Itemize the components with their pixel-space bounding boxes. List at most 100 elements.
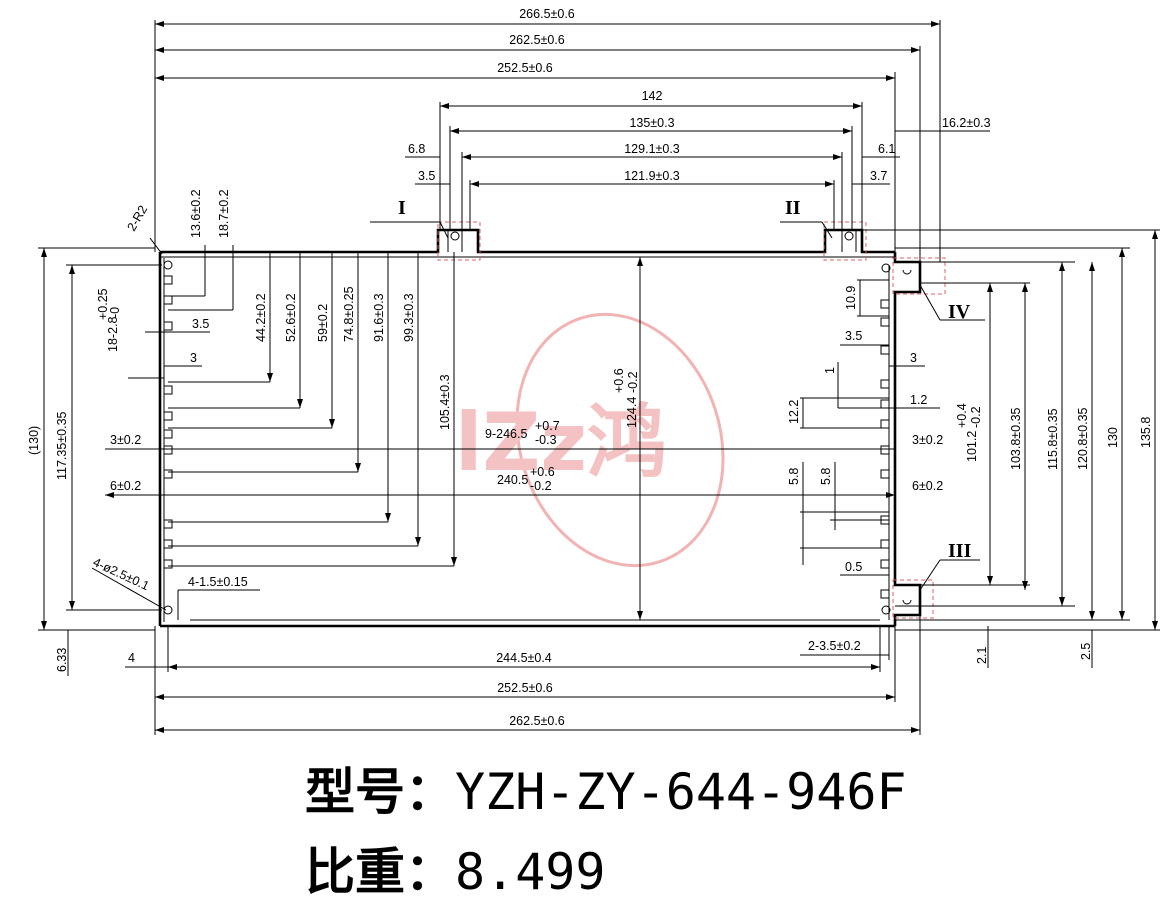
dim-262-5-bottom: 262.5±0.6 (509, 714, 565, 728)
dim-2-5: 2.5 (1079, 643, 1093, 660)
dim-252-5-bottom: 252.5±0.6 (497, 681, 553, 695)
left-fin (164, 519, 173, 529)
right-fin (880, 299, 889, 309)
dim-0-5: 0.5 (845, 560, 862, 574)
dim-left-height: 105.4±0.3 (438, 374, 452, 430)
left-fins (164, 275, 173, 569)
detail-box-i (437, 221, 481, 261)
dim-left-height: 91.6±0.3 (372, 293, 386, 342)
right-fin (880, 589, 889, 599)
left-fin (164, 411, 173, 421)
dim-left-height: 52.6±0.2 (284, 293, 298, 342)
right-dimensions: 10.9 3.5 3 1 12.2 1.2 3±0.2 6±0.2 5.8 5.… (787, 229, 1160, 631)
right-fins (880, 299, 889, 599)
left-fin (164, 539, 173, 549)
dim-9-246-5-minus: -0.3 (535, 433, 557, 447)
dim-252-5: 252.5±0.6 (497, 61, 553, 75)
weight-label: 比重： (305, 843, 455, 901)
left-fin (164, 559, 173, 569)
dim-130-paren: (130) (27, 426, 41, 455)
detail-box-ii (823, 221, 867, 261)
right-fin (880, 469, 889, 479)
dim-4-bottom: 4 (128, 651, 135, 665)
model-value: YZH-ZY-644-946F (455, 763, 907, 821)
dim-18-7: 18.7±0.2 (217, 189, 231, 238)
right-fin (880, 419, 889, 429)
dim-18-2-8-minus: -0 (108, 307, 122, 318)
right-fin (880, 539, 889, 549)
model-label: 型号： (305, 763, 455, 821)
dim-120-8: 120.8±0.35 (1076, 407, 1090, 470)
dim-left-height: 44.2±0.2 (254, 293, 268, 342)
detail-marker-i: I (398, 197, 406, 219)
dim-2-3-5: 2-3.5±0.2 (808, 639, 861, 653)
center-dimensions: 124.4 +0.6 -0.2 9-246.5 +0.7 -0.3 240.5 … (485, 257, 643, 620)
detail-box-iii (892, 579, 934, 619)
left-fin (164, 469, 173, 479)
dim-left-height: 59±0.2 (316, 304, 330, 342)
dim-3-right: 3 (910, 351, 917, 365)
dim-16-2: 16.2±0.3 (942, 116, 991, 130)
dim-124-4-minus: -0.2 (626, 371, 640, 393)
dim-3-0-2-left: 3±0.2 (110, 433, 141, 447)
technical-drawing: lZz鸿 I I (27, 7, 1160, 735)
bottom-dimensions: 6.33 4 244.5±0.4 2-3.5±0.2 252.5±0.6 262… (55, 615, 1093, 735)
dim-103-8: 103.8±0.35 (1009, 407, 1023, 470)
dim-1: 1 (823, 367, 837, 374)
detail-box-iv (892, 257, 946, 295)
dim-2-1: 2.1 (975, 647, 989, 664)
dim-left-height: 74.8±0.25 (342, 286, 356, 342)
dim-135-8: 135.8 (1139, 417, 1153, 448)
dim-115-8: 115.8±0.35 (1046, 408, 1060, 470)
dim-left-height: 99.3±0.3 (402, 293, 416, 342)
dim-101-2: 101.2 (965, 431, 979, 462)
dim-18-2-8-plus: +0.25 (96, 288, 110, 320)
dim-9-246-5-plus: +0.7 (535, 419, 560, 433)
dim-262-5: 262.5±0.6 (509, 33, 565, 47)
detail-marker-iii: III (948, 540, 972, 562)
dim-121-9: 121.9±0.3 (624, 169, 680, 183)
detail-marker-ii: II (785, 197, 801, 219)
left-fin (164, 445, 173, 455)
dim-3-7: 3.7 (870, 169, 887, 183)
dim-3-5-top: 3.5 (418, 169, 435, 183)
right-fin (880, 317, 889, 327)
right-fin (880, 559, 889, 569)
dim-129-1: 129.1±0.3 (624, 142, 680, 156)
left-fin (164, 385, 173, 395)
dim-9-246-5: 9-246.5 (485, 427, 527, 441)
dim-1-2: 1.2 (910, 393, 927, 407)
right-fin (880, 445, 889, 455)
dim-135: 135±0.3 (629, 116, 674, 130)
dim-6-1: 6.1 (878, 142, 895, 156)
dim-12-2: 12.2 (787, 400, 801, 424)
dim-6-33: 6.33 (55, 648, 69, 672)
weight-value: 8.499 (455, 843, 606, 901)
dim-117-35: 117.35±0.35 (55, 411, 69, 480)
dim-142: 142 (642, 89, 663, 103)
dim-3-5-right: 3.5 (845, 329, 862, 343)
dim-5-8-b: 5.8 (819, 468, 833, 485)
dim-124-4: 124.4 (625, 397, 639, 428)
dim-240-5: 240.5 (497, 473, 528, 487)
dim-4-1-5: 4-1.5±0.15 (188, 575, 248, 589)
left-fin (164, 295, 173, 305)
dim-2-r2: 2-R2 (124, 203, 150, 234)
dim-101-2-plus: +0.4 (955, 403, 969, 428)
left-fin (164, 321, 173, 331)
dim-240-5-plus: +0.6 (530, 465, 555, 479)
dim-266-5: 266.5±0.6 (519, 7, 575, 21)
dim-240-5-minus: -0.2 (530, 479, 552, 493)
left-fin (164, 429, 173, 439)
dim-18-2-8: 18-2.8 (106, 317, 120, 352)
dim-3-left: 3 (190, 351, 197, 365)
dim-130-right: 130 (1106, 427, 1120, 448)
dim-13-6: 13.6±0.2 (189, 189, 203, 238)
dim-244-5: 244.5±0.4 (496, 651, 552, 665)
right-fin (880, 345, 889, 355)
dim-3-5-left: 3.5 (192, 317, 209, 331)
dim-124-4-plus: +0.6 (612, 368, 626, 393)
right-fin (880, 379, 889, 389)
watermark-logo: lZz鸿 (455, 312, 725, 568)
top-width-dimensions: 266.5±0.6 262.5±0.6 252.5±0.6 142 135±0.… (154, 7, 991, 262)
